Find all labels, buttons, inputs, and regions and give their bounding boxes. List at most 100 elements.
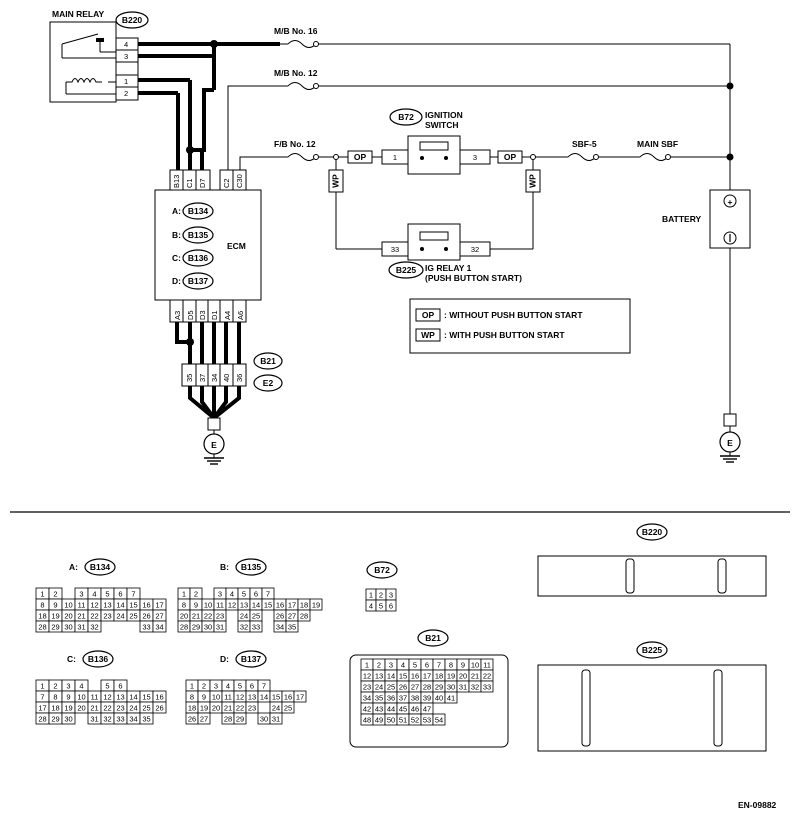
view-b21-pin: 40 [435,694,443,703]
view-b134-code: B134 [90,562,111,572]
view-b137-pin: 5 [238,682,242,691]
view-b225-badge [636,641,668,659]
view-b72-badge [366,561,398,579]
ecm-bottom-pin-a4: A4 [223,311,232,320]
ignition-switch-line2: SWITCH [425,120,459,130]
ecm-conn-d-letter: D: [172,276,181,286]
fuse-main-sbf-label: MAIN SBF [637,139,678,149]
ig-relay-connector: B225 [396,265,417,275]
view-b72-pin: 5 [379,602,383,611]
view-b137-cell [197,712,211,725]
ground-left-label: E [211,440,217,450]
view-b21-pin: 54 [435,716,443,725]
joint-pin-40: 40 [222,374,231,382]
view-b21-pin: 3 [389,661,393,670]
view-b21-pin: 36 [387,694,395,703]
view-b21-pin: 43 [375,705,383,714]
view-b135-pin: 28 [300,612,308,621]
view-b136-cell [139,712,154,725]
ecm-top-pin-c1: C1 [185,178,194,188]
battery-plus: + [728,197,733,207]
view-b72-pin: 4 [369,602,373,611]
view-b21-pin: 51 [399,716,407,725]
view-b21-pin: 18 [435,672,443,681]
ecm-bottom-pin-d5: D5 [186,310,195,320]
view-b21-pin: 7 [437,661,441,670]
view-b137-pin: 12 [236,693,244,702]
view-b136-pin: 7 [40,693,44,702]
view-b136-cell [152,701,167,714]
view-b136-pin: 9 [66,693,70,702]
view-b21-pin: 31 [459,683,467,692]
view-b134-pin: 10 [64,601,72,610]
view-b135-cell [285,620,299,633]
view-b21-pin: 2 [377,661,381,670]
view-b136-pin: 23 [116,704,124,713]
relay-pin-3: 3 [124,52,128,61]
view-b134-pin: 13 [103,601,111,610]
view-b135-pin: 31 [216,623,224,632]
ignition-pin-1: 1 [393,153,397,162]
view-b137-pin: 31 [272,715,280,724]
view-b137-pin: 10 [212,693,220,702]
view-b134-pin: 23 [103,612,111,621]
view-b135-pin: 29 [192,623,200,632]
view-b136-pin: 31 [90,715,98,724]
view-b137-pin: 27 [200,715,208,724]
view-b136-pin: 2 [53,682,57,691]
view-b134-pin: 3 [79,590,83,599]
view-b21-pin: 45 [399,705,407,714]
view-b135-letter: B: [220,562,229,572]
view-b220-badge [636,523,668,541]
view-b220-housing [537,555,767,597]
view-b135-cell [297,609,311,622]
view-b134-pin: 4 [92,590,96,599]
ignition-pin-3: 3 [473,153,477,162]
view-b21-pin: 19 [447,672,455,681]
view-b134-pin: 27 [155,612,163,621]
view-b134-pin: 26 [142,612,150,621]
view-b21-pin: 46 [411,705,419,714]
view-b21-pin: 17 [423,672,431,681]
view-b21-pin: 41 [447,694,455,703]
view-b21-pin: 23 [363,683,371,692]
view-b137-pin: 3 [214,682,218,691]
view-b136-pin: 19 [64,704,72,713]
view-b136-pin: 4 [79,682,83,691]
view-b21-pin: 44 [387,705,395,714]
view-b21-pin: 11 [483,661,491,670]
view-b72-pin: 6 [389,602,393,611]
fuse-mb16-label: M/B No. 16 [274,26,318,36]
battery-label: BATTERY [662,214,702,224]
view-b137-pin: 21 [224,704,232,713]
view-b135-pin: 28 [180,623,188,632]
view-b137-pin: 20 [212,704,220,713]
ground-right: E [719,413,741,463]
view-b136-pin: 28 [38,715,46,724]
view-b136-pin: 34 [129,715,137,724]
ecm-conn-d-code: B137 [188,276,209,286]
view-b134-pin: 29 [51,623,59,632]
wp-tag-right: WP [527,174,537,188]
view-b135-badge [235,558,267,576]
fuse-mb12-label: M/B No. 12 [274,68,318,78]
joint-pin-37: 37 [198,374,207,382]
view-b21-pin: 50 [387,716,395,725]
view-b21-badge [417,629,449,647]
view-b134-badge [84,558,116,576]
view-b137-cell [281,701,295,714]
ignition-switch-connector: B72 [398,112,414,122]
view-b136-pin: 18 [51,704,59,713]
ground-right-label: E [727,438,733,448]
battery: BATTERY + [662,189,751,249]
view-b136-pin: 21 [90,704,98,713]
figure-id: EN-09882 [738,800,777,810]
view-b134-cell [87,620,102,633]
view-b220-key2 [717,558,727,594]
view-b137-pin: 7 [262,682,266,691]
ecm-conn-a-code: B134 [188,206,209,216]
view-b135-code: B135 [241,562,262,572]
view-b134-cell [152,620,167,633]
view-b136-pin: 6 [118,682,122,691]
